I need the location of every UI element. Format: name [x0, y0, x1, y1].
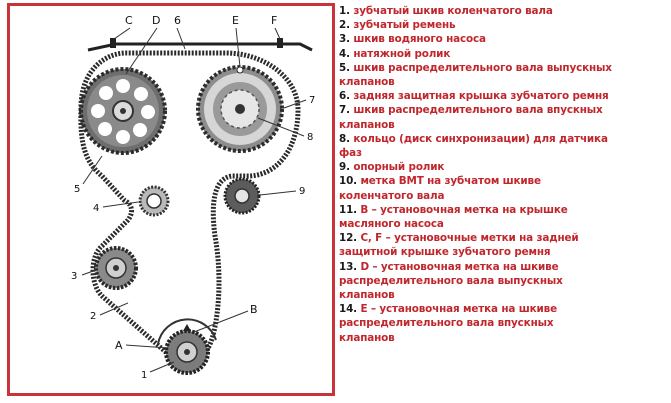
label-7: 7: [309, 95, 315, 106]
legend-item-13-cont: распределительного вала выпускных: [339, 274, 563, 287]
legend-item-7-cont: клапанов: [339, 118, 395, 131]
label-5: 5: [74, 184, 80, 195]
mark-e: [236, 66, 244, 74]
legend-item-7: 7. шкив распределительного вала впускных: [339, 104, 603, 117]
label-6: 6: [174, 14, 181, 27]
crankshaft-pulley: [157, 318, 217, 375]
label-4: 4: [93, 203, 99, 214]
legend-item-14-cont: распределительного вала впускных: [339, 317, 554, 330]
legend-item-10-cont: коленчатого вала: [339, 189, 445, 202]
legend-item-3: 3. шкив водяного насоса: [339, 33, 486, 46]
legend-item-5-cont: клапанов: [339, 76, 395, 89]
support-roller: [223, 177, 261, 215]
timing-belt: [78, 50, 301, 365]
legend-item-4: 4. натяжной ролик: [339, 47, 451, 60]
legend-item-11-cont: масляного насоса: [339, 218, 444, 231]
label-3: 3: [71, 271, 77, 282]
legend-item-13: 13. D – установочная метка на шкиве: [339, 260, 559, 273]
legend-item-5: 5. шкив распределительного вала выпускны…: [339, 61, 612, 74]
legend-item-12: 12. C, F – установочные метки на задней: [339, 232, 579, 245]
legend-item-14: 14. E – установочная метка на шкиве: [339, 303, 557, 316]
cover-mark-f: [277, 38, 283, 48]
label-f: F: [271, 14, 277, 27]
rear-cover-edge: [87, 42, 313, 52]
leader-lines: [81, 27, 307, 373]
cover-mark-c: [110, 38, 116, 48]
legend-item-10: 10. метка ВМТ на зубчатом шкиве: [339, 175, 541, 188]
legend-item-12-cont: защитной крышке зубчатого ремня: [339, 246, 551, 259]
label-c: C: [125, 14, 133, 27]
legend-item-8: 8. кольцо (диск синхронизации) для датчи…: [339, 132, 608, 145]
diagram-svg: C D 6 E F 7 8 5 4 9 3 2 B A 1: [71, 14, 315, 381]
tensioner-roller: [138, 185, 170, 217]
legend-list: 1. зубчатый шкив коленчатого вала 2. зуб…: [339, 4, 669, 345]
legend-item-9: 9. опорный ролик: [339, 161, 445, 174]
exhaust-camshaft-pulley: [79, 67, 167, 155]
legend-item-8-cont: фаз: [339, 147, 362, 160]
label-9: 9: [299, 186, 305, 197]
legend-item-11: 11. B – установочная метка на крышке: [339, 203, 568, 216]
label-1: 1: [141, 370, 147, 381]
label-2: 2: [90, 311, 96, 322]
legend-item-13-cont2: клапанов: [339, 289, 395, 302]
label-a: A: [115, 339, 123, 352]
legend-item-2: 2. зубчатый ремень: [339, 19, 456, 32]
legend-item-14-cont2: клапанов: [339, 331, 395, 344]
oil-pump-cover-arc: [157, 318, 217, 345]
intake-camshaft-pulley: [196, 65, 284, 153]
label-b: B: [250, 303, 258, 316]
water-pump-pulley: [94, 246, 138, 290]
mark-b: [183, 324, 191, 331]
label-e: E: [232, 14, 239, 27]
legend-item-6: 6. задняя защитная крышка зубчатого ремн…: [339, 90, 609, 103]
label-d: D: [152, 14, 160, 27]
timing-belt-diagram: C D 6 E F 7 8 5 4 9 3 2 B A 1: [7, 3, 335, 396]
label-8: 8: [307, 132, 313, 143]
legend-item-1: 1. зубчатый шкив коленчатого вала: [339, 5, 553, 17]
